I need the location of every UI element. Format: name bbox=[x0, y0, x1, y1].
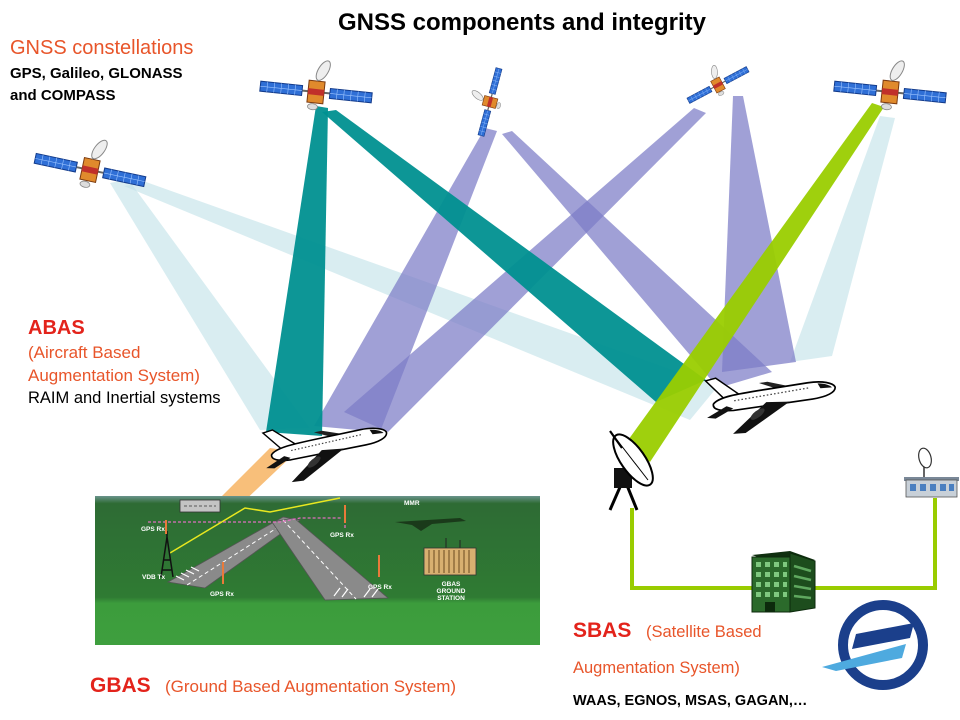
gps-rx-label: GPS Rx bbox=[210, 591, 234, 598]
logo-icon bbox=[822, 600, 928, 690]
satellite-dish-icon bbox=[608, 430, 654, 511]
building-side-windows bbox=[793, 564, 812, 600]
gps-rx-label: GPS Rx bbox=[141, 526, 165, 533]
rx-data-link bbox=[148, 517, 342, 523]
vdb-tower-icon bbox=[160, 531, 174, 578]
ground-station-stripes bbox=[428, 550, 470, 573]
ground-station-label-line2: GROUND bbox=[437, 588, 466, 595]
beam-teal-sat2-aircraft1 bbox=[266, 106, 328, 436]
gps-rx-label: GPS Rx bbox=[330, 532, 354, 539]
building-side bbox=[789, 552, 816, 613]
constellations-systems-line2: and COMPASS bbox=[10, 87, 116, 104]
gbas-acronym: GBAS bbox=[90, 674, 151, 697]
aircraft-shadow-icon bbox=[395, 518, 466, 531]
beam-purple-sat3-aircraft2 bbox=[502, 131, 772, 388]
beam-light-sat5-aircraft2 bbox=[790, 116, 895, 362]
sbas-expansion-line2: Augmentation System) bbox=[573, 659, 740, 677]
gps-rx-post bbox=[222, 562, 224, 584]
ground-station-label-line1: GBAS bbox=[442, 581, 461, 588]
page-title: GNSS components and integrity bbox=[338, 9, 707, 36]
runway-right-threshold bbox=[333, 587, 379, 598]
runway-right bbox=[271, 517, 390, 601]
beam-light-sat1-aircraft1 bbox=[110, 179, 310, 430]
gps-rx-label: GPS Rx bbox=[368, 584, 392, 591]
runway-left-threshold bbox=[175, 566, 200, 581]
sbas-acronym: SBAS bbox=[573, 619, 631, 642]
abas-description: RAIM and Inertial systems bbox=[28, 389, 221, 407]
abas-expansion-line2: Augmentation System) bbox=[28, 366, 200, 385]
station-windows bbox=[910, 484, 954, 491]
beam-green-sat5-uplink bbox=[626, 103, 884, 462]
vdb-tower bbox=[160, 531, 174, 578]
station-roof bbox=[904, 477, 959, 481]
vdb-broadcast-link bbox=[169, 497, 341, 554]
constellations-systems-line1: GPS, Galileo, GLONASS bbox=[10, 65, 183, 82]
office-building-icon bbox=[751, 551, 816, 613]
ground-station-building bbox=[423, 547, 477, 576]
building-entrance bbox=[765, 602, 775, 612]
logo-ring bbox=[838, 600, 928, 690]
beam-teal-sat2-aircraft2 bbox=[322, 110, 706, 402]
signal-beams bbox=[110, 96, 895, 562]
gbas-ground-station-icon bbox=[423, 538, 477, 576]
vdb-tx-label: VDB Tx bbox=[142, 574, 166, 581]
ground-station-label-line3: STATION bbox=[437, 595, 465, 602]
gps-rx-post bbox=[344, 505, 346, 523]
gbas-inset: GPS Rx GPS Rx GPS Rx GPS Rx VDB Tx MMR G… bbox=[95, 496, 540, 645]
ground-station-icon bbox=[904, 447, 959, 498]
logo-light-swoosh bbox=[822, 644, 906, 671]
sbas-expansion-line1: (Satellite Based bbox=[646, 623, 762, 641]
building-front-windows bbox=[756, 562, 787, 597]
gps-rx-post bbox=[378, 555, 380, 577]
satellite-icon bbox=[257, 51, 377, 117]
mmr-label: MMR bbox=[404, 500, 420, 507]
station-dish bbox=[918, 447, 932, 469]
abas-acronym: ABAS bbox=[28, 317, 85, 339]
logo-dark-bar bbox=[852, 623, 914, 649]
satellite-icon bbox=[831, 51, 951, 117]
gbas-expansion: (Ground Based Augmentation System) bbox=[165, 677, 456, 696]
satellite-icon bbox=[459, 62, 511, 140]
runway-right-centerline bbox=[282, 519, 357, 600]
sbas-systems: WAAS, EGNOS, MSAS, GAGAN,… bbox=[573, 693, 807, 709]
dish-feed bbox=[609, 430, 623, 449]
constellations-heading: GNSS constellations bbox=[10, 37, 193, 59]
abas-expansion-line1: (Aircraft Based bbox=[28, 343, 140, 362]
gps-rx-post bbox=[165, 520, 167, 534]
station-building-icon bbox=[179, 499, 221, 513]
